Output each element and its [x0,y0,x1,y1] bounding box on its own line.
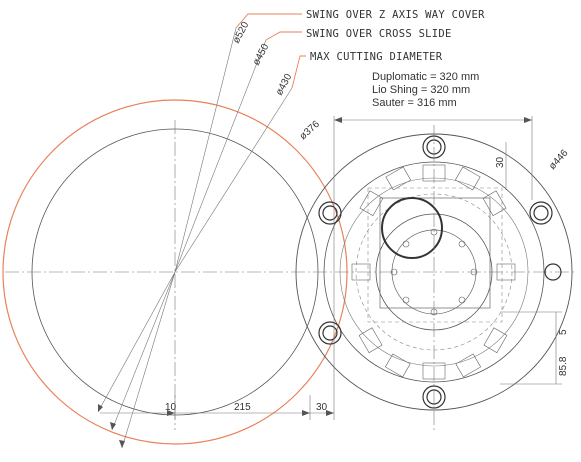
arrow-lower-2 [110,422,116,430]
dim-d446: ø446 [547,147,571,172]
label-swing-cross: SWING OVER CROSS SLIDE [306,28,452,40]
dim-v30: 30 [495,156,506,168]
dim-v5: 5 [558,329,569,335]
arrow-lower-1 [119,440,125,448]
note-lio-shing: Lio Shing = 320 mm [372,84,470,96]
leader-d450 [174,39,267,273]
leader-d430-lower [97,271,176,413]
leader-d430 [174,87,293,273]
leader-d520-lower [121,271,176,449]
turret-body-circle [323,161,545,383]
arrow-bottom-1 [167,410,175,416]
dim-d430: ø430 [274,72,295,98]
note-duplomatic: Duplomatic = 320 mm [372,71,479,83]
tool-carrier-hidden [367,187,503,323]
dim-d450: ø450 [251,42,272,68]
dim-d376: ø376 [298,119,323,143]
turret [295,116,573,430]
dim-h30: 30 [316,402,328,413]
leader-d450-lower [111,271,176,431]
leader-max-cut [291,55,306,89]
dim-v858: 85.8 [558,356,569,376]
tool-ring [381,197,443,259]
arrow-bottom-3 [326,410,334,416]
dim-h10: 10 [165,402,177,413]
leader-swing-z [235,13,302,29]
dim-d520: ø520 [231,20,252,46]
arrow-top-left [334,117,342,123]
arrow-bottom-2 [302,410,310,416]
label-swing-z: SWING OVER Z AXIS WAY COVER [306,9,485,21]
arrow-lower-3 [98,404,103,412]
note-sauter: Sauter = 316 mm [372,97,457,109]
leader-d520 [174,27,237,273]
arrow-top-right [524,117,532,123]
leader-swing-cross [265,31,302,41]
dim-h215: 215 [234,402,251,413]
label-max-cut: MAX CUTTING DIAMETER [310,51,443,63]
tool-carrier [379,197,491,309]
